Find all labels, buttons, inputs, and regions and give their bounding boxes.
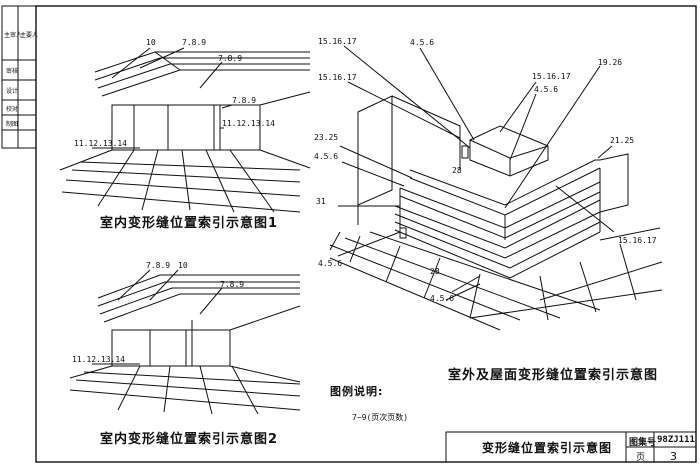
atlas-number: 98ZJ111 (657, 435, 695, 445)
fig3-label-9: 21.25 (610, 136, 635, 145)
atlas-label: 图集号 (629, 438, 657, 448)
fig3-label-13: 4.5.6 (318, 259, 343, 268)
fig3-label-1: 15.16.17 (318, 37, 357, 46)
page-label: 页 (636, 453, 646, 463)
fig2-label-3: 7.8.9 (220, 280, 245, 289)
fig1-label-3: 7.8.9 (218, 54, 243, 63)
fig1-caption: 室内变形缝位置索引示意图1 (100, 216, 279, 231)
legend-heading: 图例说明: (330, 385, 384, 398)
sidebar-row1-text: 主审人 (4, 32, 23, 39)
page-number: 3 (670, 450, 677, 463)
fig1-label-5: 11.12.13.14 (222, 119, 275, 128)
fig3-label-3: 15.16.17 (318, 73, 357, 82)
fig3-label-6: 19.26 (598, 58, 623, 67)
fig2-label-4: 11.12.13.14 (72, 355, 125, 364)
fig2-caption: 室内变形缝位置索引示意图2 (100, 432, 279, 447)
fig3-label-11: 31 (316, 197, 326, 206)
sidebar-row6-text: 制图 (6, 121, 19, 128)
sidebar-row5-text: 校对 (6, 106, 19, 113)
fig3-label-5: 4.5.6 (534, 85, 559, 94)
sheet-border (35, 5, 697, 463)
fig3-label-10: 4.5.6 (314, 152, 339, 161)
fig3-label-14: 28 (430, 267, 440, 276)
sidebar-row2-text: 主要人 (20, 32, 39, 39)
figure1-drawing (59, 47, 311, 213)
figure2-drawing (69, 269, 301, 415)
fig1-label-1: 10 (146, 38, 156, 47)
fig2-label-2: 10 (178, 261, 188, 270)
fig3-label-8: 28 (452, 166, 462, 175)
fig3-caption: 室外及屋面变形缝位置索引示意图 (448, 368, 659, 383)
wall-drain-box (399, 227, 407, 239)
fig1-label-4: 7.8.9 (232, 96, 257, 105)
roof-drain-box (461, 145, 469, 159)
fig1-label-2: 7.8.9 (182, 38, 207, 47)
legend-note: 7~9(页次页数) (352, 413, 409, 422)
figure3-drawing (329, 45, 663, 331)
fig3-label-15: 4.5.6 (430, 294, 455, 303)
left-sidebar-frame (1, 5, 37, 149)
fig1-label-6: 11.12.13.14 (74, 139, 127, 148)
fig3-label-2: 4.5.6 (410, 38, 435, 47)
fig2-label-1: 7.8.9 (146, 261, 171, 270)
fig3-label-12: 15.16.17 (618, 236, 657, 245)
drawing-title: 变形缝位置索引示意图 (482, 441, 613, 455)
fig3-label-4: 15.16.17 (532, 72, 571, 81)
sidebar-row4-text: 设计 (6, 88, 19, 95)
fig3-label-7: 23.25 (314, 133, 339, 142)
sidebar-row3-text: 审核 (6, 68, 19, 75)
